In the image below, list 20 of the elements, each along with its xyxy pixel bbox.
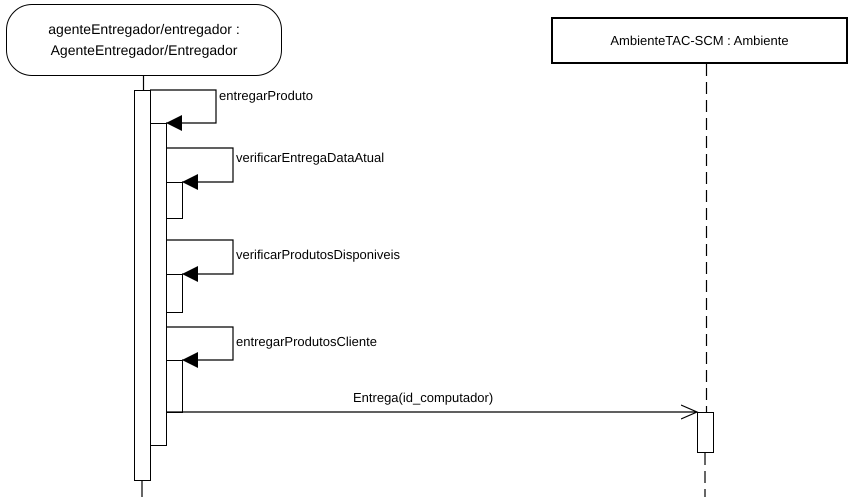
lifeline-head-box: agenteEntregador/entregador : AgenteEntregador/Entregador [6, 4, 282, 76]
self-message-arrow [150, 89, 217, 131]
self-message-arrow [166, 326, 234, 368]
activation-bar [697, 412, 714, 453]
lifeline [706, 64, 708, 412]
activation-bar [166, 360, 183, 413]
message-label: verificarEntregaDataAtual [236, 150, 384, 166]
activation-bar [166, 274, 183, 313]
message-label: entregarProduto [219, 88, 313, 104]
lifeline [142, 76, 144, 90]
activation-bar [166, 182, 183, 219]
self-message-arrow [166, 147, 234, 190]
message-label: verificarProdutosDisponiveis [236, 247, 400, 263]
message-arrow [166, 404, 698, 420]
message-label: entregarProdutosCliente [236, 334, 377, 350]
activation-bar [134, 90, 151, 481]
activation-bar [150, 123, 167, 446]
message-label: Entrega(id_computador) [353, 390, 494, 406]
lifeline-head-box: AmbienteTAC-SCM : Ambiente [551, 17, 848, 64]
self-message-arrow [166, 239, 234, 282]
